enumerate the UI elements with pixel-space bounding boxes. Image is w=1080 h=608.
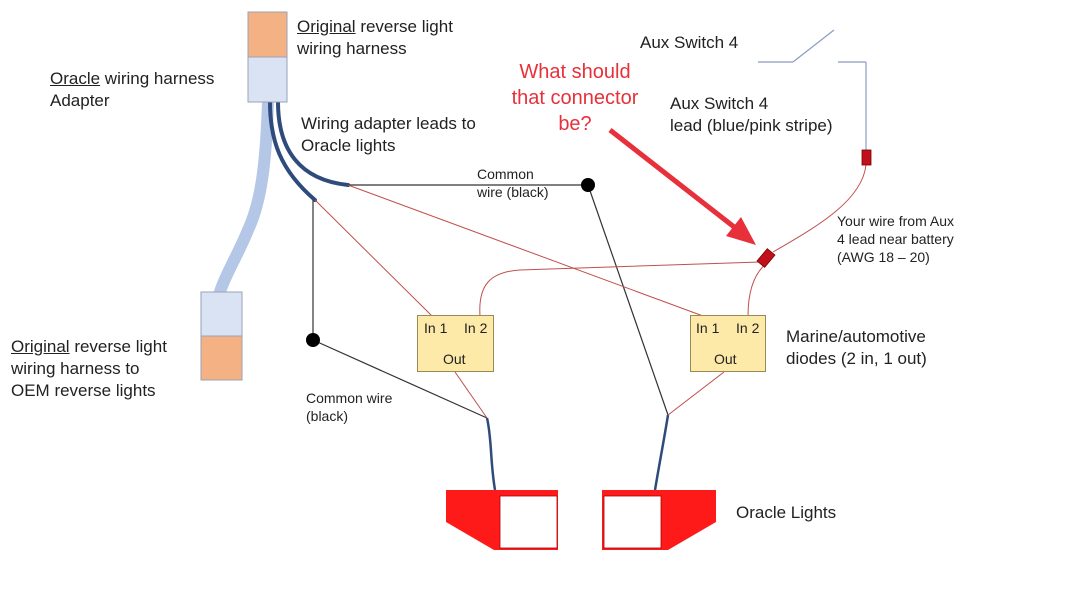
left-adapter-block — [200, 291, 243, 337]
label-question-line3: be? — [558, 113, 592, 135]
adapter-lead-upper — [276, 100, 350, 187]
label-oracle-lights: Oracle Lights — [736, 503, 837, 522]
oracle-light-right-lens — [603, 495, 662, 549]
diode-right-in1: In 1 — [696, 320, 720, 336]
label-adapter-leads: Wiring adapter leads to Oracle lights — [301, 113, 476, 157]
label-wiring-harness: wiring harness — [297, 39, 407, 59]
label-aux-switch: Aux Switch 4 — [640, 33, 739, 52]
label-marine-line2: diodes (2 in, 1 out) — [786, 349, 927, 369]
label-question-line2: that connector — [511, 87, 639, 109]
diode-right-out: Out — [714, 351, 737, 367]
common-wire-right-light — [587, 184, 669, 416]
label-common-top-line1: Common — [477, 166, 534, 182]
label-original-left-rest: reverse light — [69, 337, 167, 356]
label-oracle-adapter: Oracle wiring harness Adapter — [50, 68, 214, 112]
adapter-lead-lower — [268, 100, 317, 202]
label-marine-diodes: Marine/automotive diodes (2 in, 1 out) — [786, 326, 927, 370]
original-harness-top — [247, 11, 288, 58]
label-adapter-leads-line2: Oracle lights — [301, 136, 396, 156]
label-aux-lead: Aux Switch 4 lead (blue/pink stripe) — [670, 93, 833, 137]
label-original-left-word: Original — [11, 337, 70, 356]
aux-switch-blade — [792, 29, 835, 63]
label-original-left-line2: wiring harness to — [11, 359, 140, 379]
aux-lead-connector — [861, 149, 872, 166]
label-aux-lead-line1: Aux Switch 4 — [670, 94, 769, 113]
label-common-top-line2: wire (black) — [477, 184, 549, 201]
label-marine-line1: Marine/automotive — [786, 327, 926, 346]
right-light-pigtail — [653, 414, 670, 491]
original-harness-left — [200, 335, 243, 381]
red-wire-to-left-in1 — [314, 199, 433, 317]
label-question: What should that connector be? — [500, 59, 650, 137]
label-original-harness-left: Original reverse light wiring harness to… — [11, 336, 167, 402]
red-wire-to-aux-lead — [772, 164, 867, 253]
red-wire-to-right-in1 — [347, 184, 704, 317]
diode-right-in2: In 2 — [736, 320, 760, 336]
diode-right: In 1 In 2 Out — [690, 315, 766, 372]
question-arrow-head — [726, 217, 756, 245]
label-common-bottom-line1: Common wire — [306, 390, 393, 406]
label-your-wire-line1: Your wire from Aux — [837, 213, 954, 229]
diode-left-in1: In 1 — [424, 320, 448, 336]
common-junction-top — [581, 178, 595, 192]
label-adapter-leads-line1: Wiring adapter leads to — [301, 114, 476, 133]
label-adapter-word: Adapter — [50, 91, 110, 111]
red-wire-right-out — [667, 371, 725, 416]
diode-left: In 1 In 2 Out — [417, 315, 494, 372]
label-original-word: Original — [297, 17, 356, 36]
red-wire-left-out — [454, 371, 488, 419]
oracle-light-left-lens — [499, 495, 558, 549]
question-arrow-shaft — [608, 128, 740, 232]
red-wire-to-left-in2 — [479, 261, 761, 317]
label-common-bottom-line2: (black) — [306, 408, 349, 425]
label-your-wire-line3: (AWG 18 – 20) — [837, 249, 930, 266]
label-common-wire-top: Common wire (black) — [477, 165, 549, 201]
diode-left-in2: In 2 — [464, 320, 488, 336]
red-wire-to-right-in2 — [747, 261, 769, 317]
common-junction-left — [306, 333, 320, 347]
original-harness-cable — [214, 96, 274, 298]
label-original-harness-top: Original reverse light wiring harness — [297, 16, 453, 60]
label-oracle-harness: wiring harness — [100, 69, 215, 88]
label-your-wire: Your wire from Aux 4 lead near battery (… — [837, 212, 954, 267]
oracle-adapter-block — [247, 56, 288, 103]
label-common-wire-bottom: Common wire (black) — [306, 389, 392, 425]
label-question-line1: What should — [519, 61, 631, 83]
label-original-left-line3: OEM reverse lights — [11, 381, 156, 401]
label-reverse-light: reverse light — [355, 17, 453, 36]
diode-left-out: Out — [443, 351, 466, 367]
label-aux-lead-line2: lead (blue/pink stripe) — [670, 116, 833, 136]
label-your-wire-line2: 4 lead near battery — [837, 231, 954, 248]
mystery-connector — [756, 248, 776, 268]
left-light-pigtail — [485, 417, 497, 491]
label-oracle-word: Oracle — [50, 69, 101, 88]
common-wire-left-light — [312, 339, 488, 419]
